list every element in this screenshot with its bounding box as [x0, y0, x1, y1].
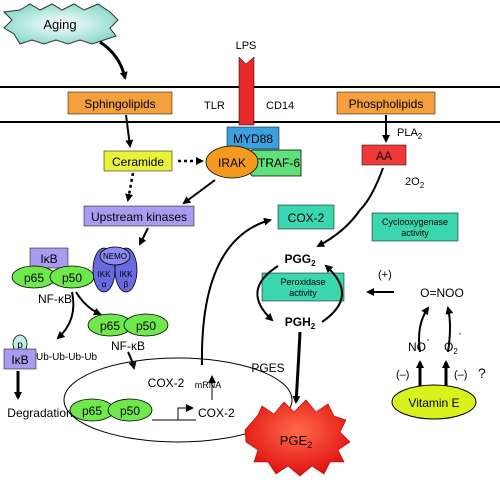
- ikk-beta-label: IKK: [120, 270, 134, 279]
- no-label: NO: [408, 340, 426, 354]
- nemo-label: NEMO: [103, 252, 127, 261]
- cycle-right-arrow: [321, 264, 343, 323]
- p50-label-3: p50: [120, 404, 140, 418]
- pges-label: PGES: [251, 361, 284, 375]
- myd88-label: MYD88: [233, 132, 273, 146]
- ceramide-to-kinases-arrow: [125, 172, 135, 202]
- ceramide-box: Ceramide: [103, 150, 173, 172]
- degradation-label: Degradation: [7, 406, 72, 420]
- aging-label: Aging: [43, 17, 76, 32]
- peroxidase-label-1: Peroxidase: [280, 277, 325, 287]
- ikb-label: IκB: [40, 252, 57, 266]
- cox2-mrna-label-a: COX-2: [148, 376, 185, 390]
- cox2-label: COX-2: [288, 211, 325, 225]
- tlr-label: TLR: [204, 100, 225, 112]
- o2-radical-label: O2: [444, 340, 458, 356]
- cycle-left-arrow: [256, 265, 279, 322]
- vitamin-e-node: Vitamin E: [391, 384, 477, 420]
- minus-label-1: (–): [396, 369, 409, 381]
- cyclooxygenase-label-2: activity: [401, 228, 429, 238]
- upstream-kinases-box: Upstream kinases: [83, 205, 195, 227]
- p-label: p: [17, 340, 23, 351]
- p65-label-2: p65: [100, 319, 120, 333]
- phospholipids-box: Phospholipids: [336, 91, 436, 115]
- phospholipids-label: Phospholipids: [349, 97, 424, 111]
- pla2-label: PLA2: [397, 127, 423, 141]
- p50-label-2: p50: [136, 319, 156, 333]
- sphingolipids-label: Sphingolipids: [84, 97, 155, 111]
- p50-oval-3: p50: [107, 398, 153, 422]
- nfkb-to-nucleus-arrow: [127, 351, 137, 370]
- aging-arrow: [99, 40, 128, 80]
- aa-to-pgg2-arrow: [316, 167, 384, 247]
- no-to-onoo-arrow: [418, 306, 430, 353]
- question-label: ?: [478, 365, 486, 381]
- ub-chain-label: Ub-Ub-Ub-Ub: [36, 352, 98, 363]
- pge2-node: PGE2: [244, 399, 351, 477]
- nfkb-label-1: NF-κB: [38, 292, 72, 306]
- cox2-gene-label: COX-2: [198, 406, 235, 420]
- o2-to-onoo-arrow: [445, 306, 454, 353]
- aa-label: AA: [376, 149, 392, 163]
- sphingo-to-ceramide-arrow: [125, 114, 134, 148]
- nfkb-label-2: NF-κB: [111, 339, 145, 353]
- plus-label: (+): [378, 269, 392, 281]
- aging-node: Aging: [2, 3, 119, 45]
- alpha-label: α: [102, 280, 107, 289]
- no-dot: ·: [426, 332, 430, 346]
- lps-receptor: [238, 56, 255, 126]
- complex-to-ikb-arrow: [56, 291, 75, 340]
- vitamin-e-label: Vitamin E: [408, 396, 459, 410]
- irak-label: IRAK: [218, 156, 246, 170]
- lps-label: LPS: [236, 40, 257, 52]
- nucleus: [63, 357, 293, 443]
- cd14-label: CD14: [266, 100, 294, 112]
- p50-oval-1: p50: [49, 265, 95, 289]
- p65-oval-1: p65: [11, 265, 57, 289]
- ceramide-label: Ceramide: [112, 155, 164, 169]
- myd88-box: MYD88: [226, 126, 280, 150]
- pgh2-label: PGH2: [285, 315, 316, 331]
- p50-oval-2: p50: [123, 313, 169, 337]
- p50-label-1: p50: [62, 271, 82, 285]
- complex-to-nfkb-arrow: [75, 291, 102, 316]
- sphingolipids-box: Sphingolipids: [67, 91, 173, 115]
- p65-label-1: p65: [24, 271, 44, 285]
- p65-label-3: p65: [82, 404, 102, 418]
- transcription-start-arrow: [177, 404, 194, 420]
- aa-box: AA: [361, 144, 407, 166]
- beta-label: β: [124, 280, 129, 289]
- pge2-label: PGE2: [280, 433, 312, 450]
- cyclooxygenase-activity-box: Cyclooxygenase activity: [371, 212, 459, 242]
- ikb-label-2: IκB: [11, 353, 28, 367]
- peroxidase-label-2: activity: [289, 288, 317, 298]
- p65-oval-3: p65: [69, 398, 115, 422]
- irak-to-kinases-arrow: [182, 179, 216, 205]
- onoo-label: O=NOO: [420, 286, 464, 300]
- mrna-to-cox2-arrow: [200, 217, 272, 366]
- ikk-complex: NEMO IKK α IKK β: [92, 246, 138, 293]
- cox2-mrna-label-b: mRNA: [195, 380, 222, 390]
- traf6-label: TRAF-6: [258, 156, 300, 170]
- o2-radical-dot: ·: [458, 326, 462, 340]
- minus-label-2: (–): [454, 369, 467, 381]
- ikk-alpha-label: IKK: [98, 270, 112, 279]
- upstream-kinases-label: Upstream kinases: [91, 210, 187, 224]
- peroxidase-activity-box: Peroxidase activity: [261, 272, 345, 302]
- ikb-box: IκB: [29, 247, 69, 269]
- cox2-box: COX-2: [277, 204, 335, 230]
- irak-node: IRAK: [205, 145, 259, 179]
- kinases-to-nemo-arrow: [139, 227, 149, 246]
- ikb-box-2: IκB: [3, 348, 37, 370]
- cyclooxygenase-label-1: Cyclooxygenase: [382, 217, 448, 227]
- o2-label: 2O2: [405, 176, 425, 190]
- pgg2-label: PGG2: [284, 252, 316, 268]
- pgh2-to-pge2-arrow: [292, 331, 302, 404]
